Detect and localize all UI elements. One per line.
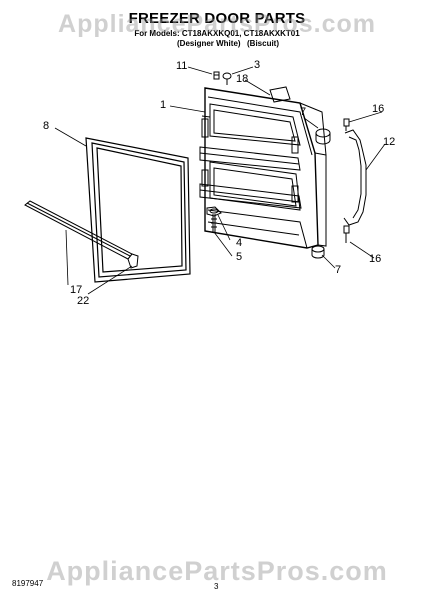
door-gasket <box>85 137 191 283</box>
hinge-bushing-bottom <box>311 245 325 259</box>
door-liner-part <box>199 87 327 249</box>
page-number: 3 <box>214 582 219 591</box>
callout-3: 3 <box>254 59 261 71</box>
callout-1: 1 <box>160 99 167 111</box>
document-number: 8197947 <box>12 579 44 588</box>
leader-lines <box>54 66 386 295</box>
callout-17: 17 <box>70 284 83 296</box>
callout-16-top: 16 <box>372 103 385 115</box>
door-handle <box>343 118 367 243</box>
variant-biscuit: (Biscuit) <box>247 39 279 48</box>
model-numbers: For Models: CT18AKXKQ01, CT18AKXKT01 <box>134 29 300 38</box>
door-stop-plug <box>222 72 232 85</box>
callout-22: 22 <box>77 295 90 307</box>
page-title: FREEZER DOOR PARTS <box>128 10 306 27</box>
breaker-strip <box>24 200 139 269</box>
hinge-cap-top <box>315 128 331 145</box>
callout-12: 12 <box>383 136 396 148</box>
callout-7-bottom: 7 <box>335 264 342 276</box>
callout-5: 5 <box>236 251 243 263</box>
variant-designer-white: (Designer White) <box>177 39 241 48</box>
callout-7-top: 7 <box>300 106 307 118</box>
callout-16-bottom: 16 <box>369 253 382 265</box>
callout-8: 8 <box>43 120 50 132</box>
label-plate <box>269 86 291 103</box>
door-stop-screw <box>213 71 220 80</box>
callout-4: 4 <box>236 237 243 249</box>
hinge-pin-assembly <box>209 208 219 233</box>
callout-18: 18 <box>236 73 249 85</box>
callout-11: 11 <box>176 60 188 72</box>
